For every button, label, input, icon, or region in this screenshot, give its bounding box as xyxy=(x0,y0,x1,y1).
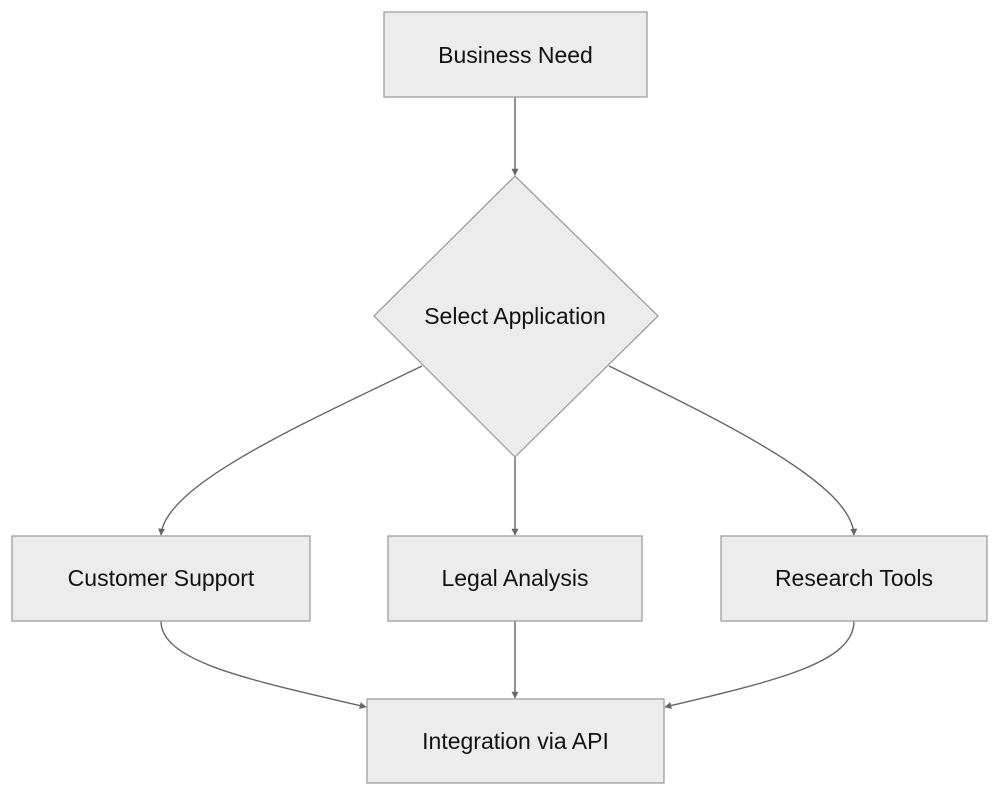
node-research-tools-label: Research Tools xyxy=(775,565,933,591)
node-integration-via-api-label: Integration via API xyxy=(422,728,609,754)
node-integration-via-api: Integration via API xyxy=(366,698,665,784)
node-legal-analysis-label: Legal Analysis xyxy=(441,565,588,591)
edge-select-application-to-customer-support xyxy=(158,365,423,536)
node-select-application-label: Select Application xyxy=(424,303,606,329)
node-customer-support-label: Customer Support xyxy=(68,565,255,591)
node-business-need-label: Business Need xyxy=(438,42,593,68)
edge-customer-support-to-integration xyxy=(160,620,367,709)
node-customer-support: Customer Support xyxy=(11,535,311,622)
node-research-tools: Research Tools xyxy=(720,535,988,622)
node-select-application: Select Application xyxy=(373,175,659,458)
node-business-need: Business Need xyxy=(383,11,648,98)
node-legal-analysis: Legal Analysis xyxy=(387,535,643,622)
edge-select-application-to-research-tools xyxy=(608,365,858,536)
edge-research-tools-to-integration xyxy=(664,620,855,709)
